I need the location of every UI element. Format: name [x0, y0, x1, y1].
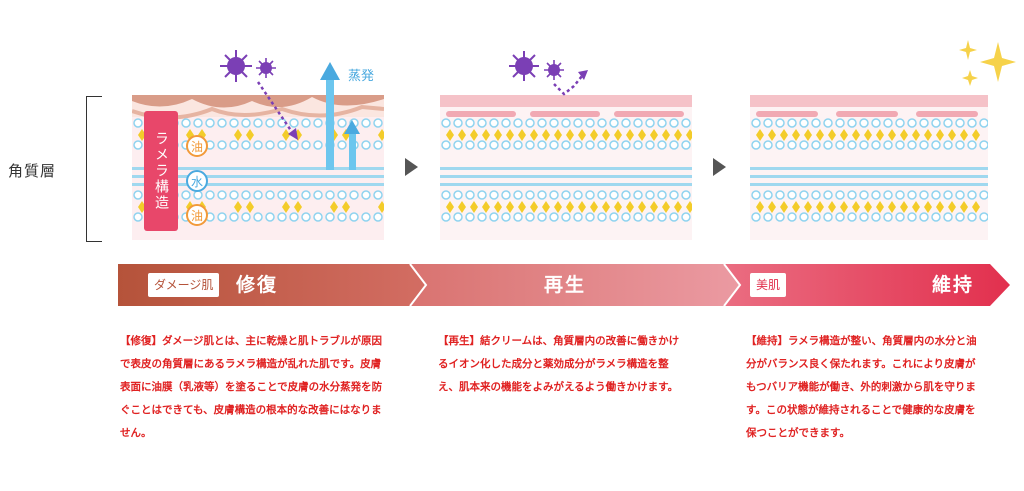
- stage-maintain: 維持: [932, 274, 975, 296]
- damage-tag: ダメージ肌: [148, 273, 220, 297]
- sparkle-icon: [959, 40, 1016, 86]
- panel-regenerating: [440, 95, 692, 240]
- virus-icon: [509, 51, 539, 81]
- virus-icon: [220, 50, 252, 82]
- virus-icon: [256, 58, 276, 78]
- virus-icon: [544, 60, 564, 80]
- evaporation-label: 蒸発: [348, 69, 375, 84]
- description-regeneration: 【再生】結クリームは、角質層内の改善に働きかけ るイオン化した成分と薬効成分がラ…: [438, 335, 680, 393]
- arrow-right-icon: [713, 158, 726, 176]
- oil-circle-top: 油: [186, 135, 208, 157]
- stage-repair: 修復: [236, 274, 279, 296]
- lamella-structure-label: ラメラ構造: [144, 111, 178, 231]
- water-circle: 水: [186, 170, 208, 192]
- panel-healthy: [750, 95, 988, 240]
- damage-arrows: [220, 50, 360, 170]
- oil-circle-bottom: 油: [186, 204, 208, 226]
- description-repair: 【修復】ダメージ肌とは、主に乾燥と肌トラブルが原因 で表皮の角質層にあるラメラ構…: [120, 335, 383, 439]
- stratum-corneum-label: 角質層: [8, 162, 57, 180]
- stage-regeneration: 再生: [544, 274, 587, 296]
- layer-bracket: [86, 96, 102, 242]
- beauty-tag: 美肌: [750, 273, 787, 297]
- stage-band: ダメージ肌 修復 再生 美肌 維持: [118, 264, 1010, 306]
- arrow-right-icon: [405, 158, 418, 176]
- description-maintain: 【維持】ラメラ構造が整い、角質層内の水分と油 分がバランス良く保たれます。これに…: [746, 335, 977, 439]
- regen-arrows: [509, 51, 588, 96]
